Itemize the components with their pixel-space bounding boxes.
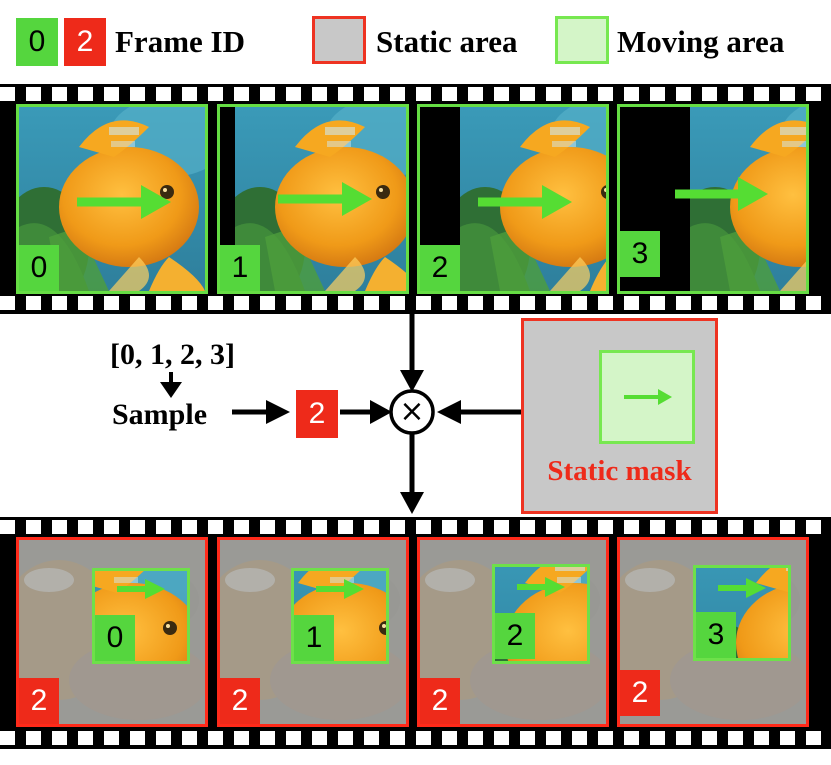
flow-arrows <box>160 314 521 514</box>
legend-frame-id-green-box: 0 <box>16 18 58 66</box>
multiply-operator-icon <box>389 389 435 435</box>
film-perforations-bottom <box>0 731 831 747</box>
top-frame-3: 3 <box>617 104 809 294</box>
motion-arrow-icon <box>278 182 372 216</box>
moving-frame-id-badge: 2 <box>495 613 535 659</box>
arrow-left-icon <box>437 400 461 424</box>
legend-moving-area-label: Moving area <box>617 24 785 59</box>
arrow-right-icon <box>266 400 290 424</box>
moving-area-crop: 1 <box>291 568 389 664</box>
moving-frame-id-badge: 0 <box>95 615 135 661</box>
moving-frame-id-badge: 1 <box>294 615 334 661</box>
static-mask-moving-area <box>599 350 695 444</box>
legend-static-area-swatch <box>312 16 366 64</box>
arrow-right-icon <box>370 400 392 424</box>
bottom-film-strip: 0 2 1 2 2 2 <box>0 517 831 749</box>
legend-moving-area-swatch <box>555 16 609 64</box>
moving-frame-id-badge: 3 <box>696 612 736 658</box>
motion-arrow-icon <box>316 579 364 599</box>
bottom-frame-3: 3 2 <box>617 537 809 727</box>
static-mask-label: Static mask <box>547 455 692 487</box>
moving-area-crop: 0 <box>92 568 190 664</box>
motion-arrow-icon <box>517 577 565 597</box>
sample-label: Sample <box>112 398 208 431</box>
static-frame-id-badge: 2 <box>220 678 260 724</box>
static-frame-id-badge: 2 <box>420 678 460 724</box>
frame-id-badge: 3 <box>620 231 660 277</box>
static-frame-id-badge: 2 <box>19 678 59 724</box>
top-frame-2: 2 <box>417 104 609 294</box>
static-frame-id-badge: 2 <box>620 670 660 716</box>
legend-static-area-label: Static area <box>376 24 518 59</box>
film-perforations-top <box>0 520 831 536</box>
legend-frame-id-label: Frame ID <box>115 24 245 59</box>
bottom-frame-0: 0 2 <box>16 537 208 727</box>
motion-arrow-icon <box>675 177 768 211</box>
motion-arrow-icon <box>718 578 766 598</box>
arrow-down-icon <box>400 492 424 514</box>
bottom-frame-1: 1 2 <box>217 537 409 727</box>
sampled-frame-id-box: 2 <box>296 390 338 438</box>
top-film-strip: 0 1 2 3 <box>0 84 831 314</box>
bottom-frame-2: 2 2 <box>417 537 609 727</box>
moving-area-crop: 3 <box>693 565 791 661</box>
frame-index-list: [0, 1, 2, 3] <box>110 338 235 371</box>
multiply-operator-symbol: × <box>399 394 425 429</box>
motion-arrow-icon <box>77 185 171 219</box>
top-frame-1: 1 <box>217 104 409 294</box>
film-perforations-bottom <box>0 296 831 312</box>
moving-area-crop: 2 <box>492 564 590 664</box>
arrow-down-icon <box>400 370 424 392</box>
film-perforations-top <box>0 87 831 103</box>
motion-arrow-icon <box>478 185 572 219</box>
static-mask: Static mask <box>521 318 718 514</box>
top-frame-0: 0 <box>16 104 208 294</box>
arrow-down-icon <box>160 382 182 398</box>
frame-id-badge: 1 <box>220 245 260 291</box>
motion-arrow-icon <box>624 389 672 405</box>
motion-arrow-icon <box>117 579 165 599</box>
frame-id-badge: 0 <box>19 245 59 291</box>
legend-frame-id-red-box: 2 <box>64 18 106 66</box>
frame-id-badge: 2 <box>420 245 460 291</box>
